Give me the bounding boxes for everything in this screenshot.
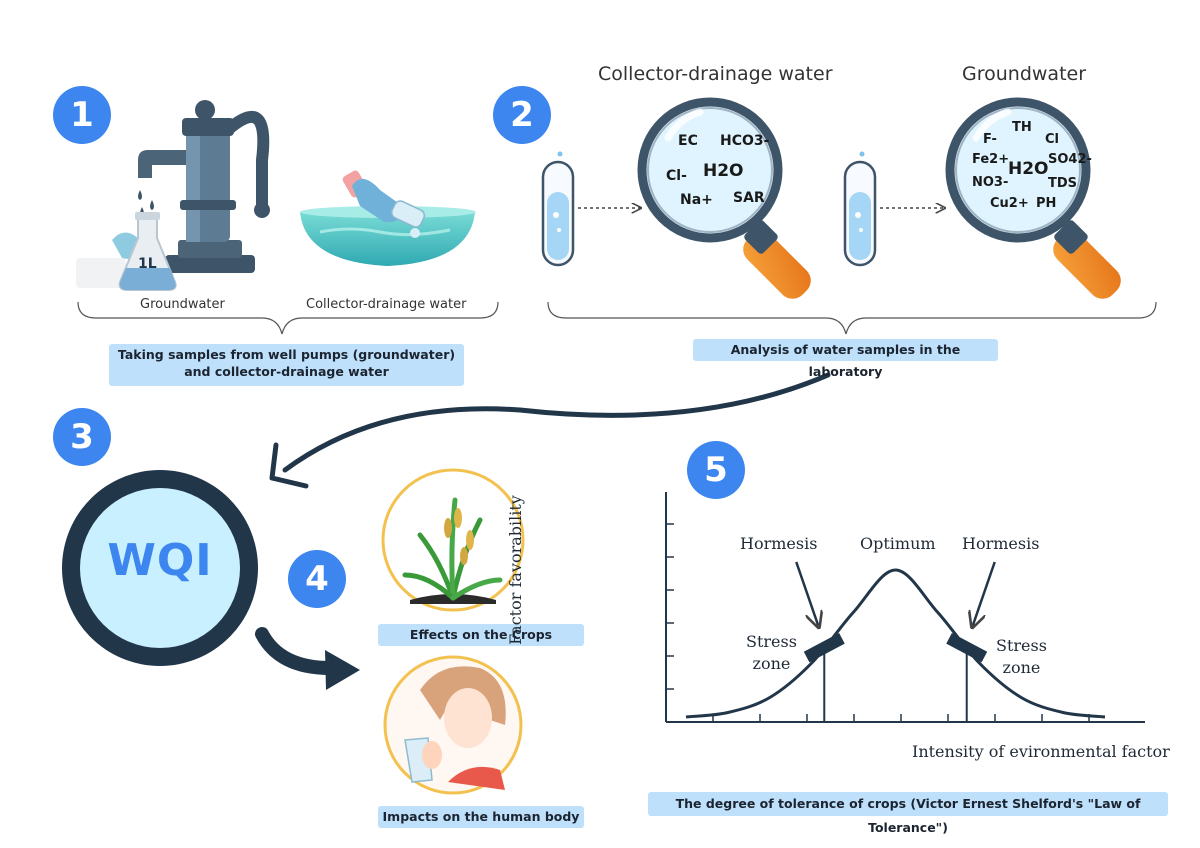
crop-plant-image xyxy=(381,468,525,612)
step-badge-4: 4 xyxy=(288,550,346,608)
param-h2o: H2O xyxy=(703,161,744,181)
step5-caption: The degree of tolerance of crops (Victor… xyxy=(648,792,1168,835)
label-stress-left: Stress zone xyxy=(746,632,797,673)
arrow-to-impacts xyxy=(255,627,360,690)
collector-label: Collector-drainage water xyxy=(306,297,467,312)
param-tds: TDS xyxy=(1048,176,1078,191)
param-hco3: HCO3- xyxy=(720,133,770,149)
step2-caption: Analysis of water samples in the laborat… xyxy=(693,339,998,379)
label-hormesis-right: Hormesis xyxy=(962,534,1040,553)
label-optimum: Optimum xyxy=(860,534,936,553)
label-hormesis-left: Hormesis xyxy=(740,534,818,553)
chart-hormesis-marker xyxy=(803,633,845,663)
magnifier-icon-2 xyxy=(945,97,1121,299)
param-ec: EC xyxy=(678,133,698,149)
test-tube-icon-2 xyxy=(843,151,877,267)
collector-title: Collector-drainage water xyxy=(598,63,833,85)
groundwater-title: Groundwater xyxy=(962,63,1087,85)
tolerance-chart xyxy=(665,492,1145,723)
step-badge-5: 5 xyxy=(687,441,745,499)
sample-flask-icon xyxy=(76,212,177,291)
label-stress-right: Stress zone xyxy=(996,636,1047,677)
param-cl: Cl- xyxy=(666,168,687,184)
step-badge-2: 2 xyxy=(493,86,551,144)
groundwater-label: Groundwater xyxy=(140,297,225,312)
param-so4: SO42- xyxy=(1048,152,1092,167)
param-no3: NO3- xyxy=(972,175,1009,190)
chart-bell-curve xyxy=(685,568,1106,719)
param-fe: Fe2+ xyxy=(972,152,1010,167)
chart-ylabel: Factor favorability xyxy=(506,495,525,645)
step-badge-3: 3 xyxy=(53,408,111,466)
param-sar: SAR xyxy=(733,190,765,206)
param-ph: PH xyxy=(1036,196,1057,211)
human-caption: Impacts on the human body xyxy=(378,806,584,828)
water-pump-icon xyxy=(138,100,270,273)
param-cl-gw: Cl xyxy=(1045,132,1059,147)
flask-volume-label: 1L xyxy=(138,256,157,272)
curved-arrow-to-wqi xyxy=(269,372,831,489)
chart-hormesis-arrow xyxy=(795,561,818,626)
wqi-ring-icon xyxy=(62,470,258,666)
param-h2o-gw: H2O xyxy=(1008,159,1049,179)
wqi-label: WQI xyxy=(107,535,213,586)
param-f: F- xyxy=(983,132,997,147)
step1-caption: Taking samples from well pumps (groundwa… xyxy=(109,344,464,386)
chart-xlabel: Intensity of evironmental factor xyxy=(912,742,1170,761)
step-badge-1: 1 xyxy=(53,86,111,144)
magnifier-icon xyxy=(637,97,811,299)
crops-caption: Effects on the Crops xyxy=(378,624,584,646)
step1-bracket xyxy=(77,301,499,335)
param-cu: Cu2+ xyxy=(990,196,1029,211)
chart-hormesis-marker xyxy=(946,633,988,663)
test-tube-icon xyxy=(541,151,575,267)
chart-hormesis-arrow xyxy=(973,561,996,626)
param-na: Na+ xyxy=(680,192,713,208)
step2-bracket xyxy=(547,301,1157,335)
param-th: TH xyxy=(1012,120,1032,135)
collector-water-icon xyxy=(300,170,476,266)
woman-drinking-image xyxy=(383,655,523,795)
